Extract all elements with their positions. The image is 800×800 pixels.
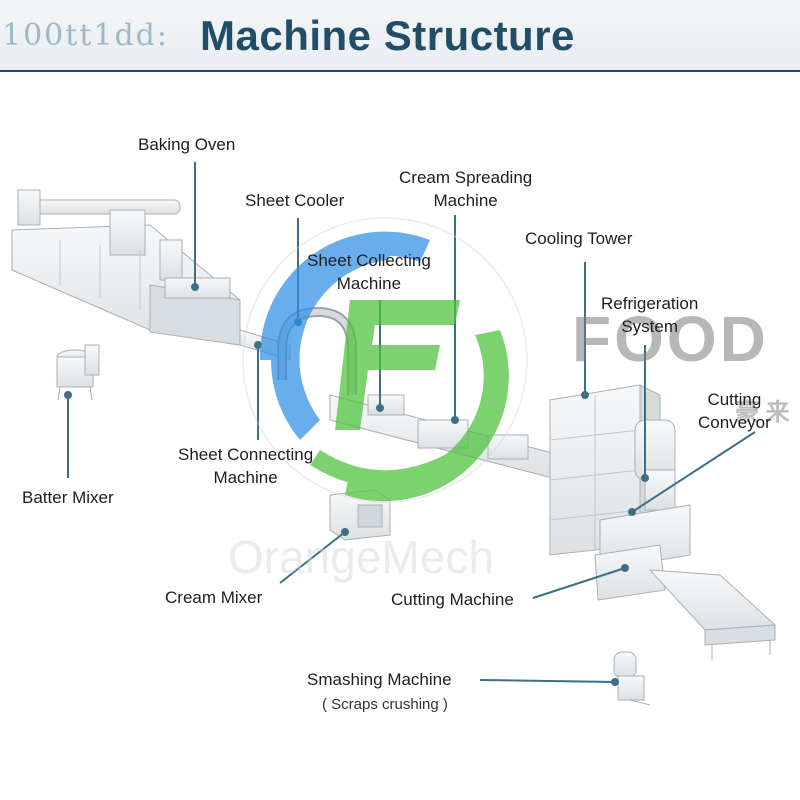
watermark-company-text: OrangeMech xyxy=(228,531,494,583)
title-banner: 100tt1dd: Machine Structure xyxy=(0,0,800,72)
label-cutting-conveyor: Cutting Conveyor xyxy=(698,388,771,434)
label-cutting-conveyor-line1: Cutting xyxy=(707,390,762,409)
cream-mixer-machine xyxy=(329,489,391,541)
label-sheet-connecting-line1: Sheet Connecting xyxy=(178,445,314,464)
batter-mixer-machine xyxy=(56,344,100,401)
label-cutting-conveyor-line2: Conveyor xyxy=(698,413,771,432)
label-cutting-machine: Cutting Machine xyxy=(391,590,514,609)
label-batter-mixer: Batter Mixer xyxy=(22,488,114,507)
label-cooling-tower: Cooling Tower xyxy=(525,229,633,248)
watermark-brand-chinese: 豪 来 xyxy=(735,399,790,426)
decorative-script-text: 100tt1dd: xyxy=(2,18,169,53)
label-cream-spreading-line1: Cream Spreading xyxy=(399,168,533,187)
label-sheet-collecting-line2: Machine xyxy=(336,274,402,293)
label-sheet-connecting-line2: Machine xyxy=(213,468,278,487)
label-refrigeration-line1: Refrigeration xyxy=(601,294,699,313)
label-sheet-connecting-machine: Sheet Connecting Machine xyxy=(178,443,313,489)
label-sheet-collecting-line1: Sheet Collecting xyxy=(307,251,431,270)
label-smashing-machine: Smashing Machine xyxy=(307,670,452,689)
machine-diagram: FOOD 豪 来 OrangeMech Baking Oven Sheet Co… xyxy=(0,72,800,800)
page-title: Machine Structure xyxy=(200,12,575,59)
label-sheet-collecting-machine: Sheet Collecting Machine xyxy=(307,249,431,295)
label-smashing-note: ( Scraps crushing ) xyxy=(322,696,448,713)
machine-illustration xyxy=(11,162,777,706)
label-sheet-cooler: Sheet Cooler xyxy=(245,191,345,210)
label-refrigeration-line2: System xyxy=(621,317,678,336)
label-cream-spreading-line2: Machine xyxy=(433,191,498,210)
baking-oven-machine xyxy=(11,189,241,346)
cutting-conveyor-machine xyxy=(594,504,691,601)
label-baking-oven: Baking Oven xyxy=(138,135,236,154)
watermark-brand-text: FOOD xyxy=(572,303,769,375)
smashing-machine xyxy=(613,651,651,706)
label-refrigeration-system: Refrigeration System xyxy=(601,292,698,338)
cutting-output-conveyor xyxy=(648,569,777,660)
label-cream-mixer: Cream Mixer xyxy=(165,588,263,607)
label-cream-spreading-machine: Cream Spreading Machine xyxy=(399,166,532,212)
watermark-logo xyxy=(242,217,528,503)
